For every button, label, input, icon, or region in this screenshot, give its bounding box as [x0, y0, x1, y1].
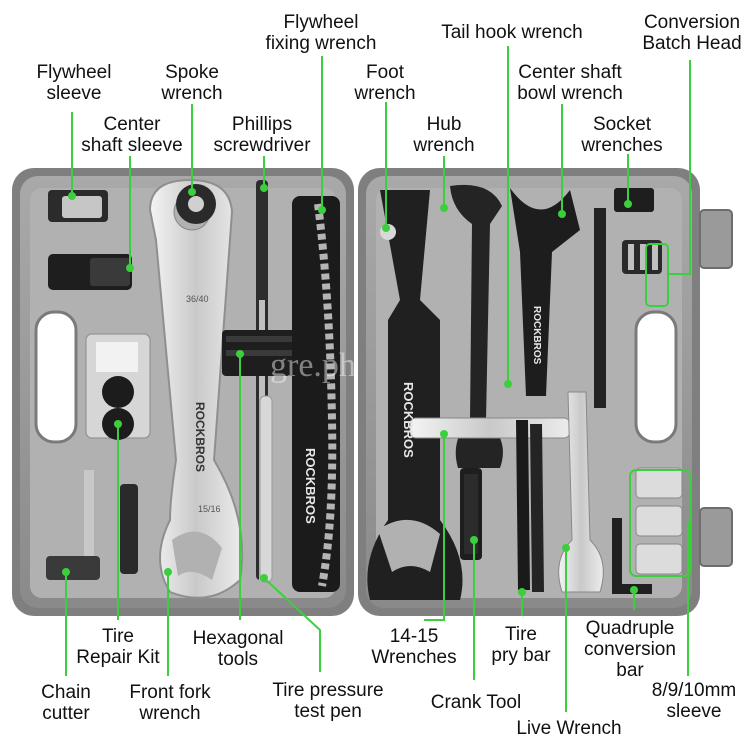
wrenches-14-15-tool	[409, 417, 571, 439]
label-tail-hook-wrench: Tail hook wrench	[441, 22, 583, 43]
hexagonal-tools-tool	[222, 330, 300, 376]
label-tire-pressure-test-pen: Tire pressure test pen	[272, 680, 384, 722]
label-front-fork-wrench: Front fork wrench	[129, 682, 211, 724]
label-conversion-batch-head: Conversion Batch Head	[642, 12, 742, 54]
hub-wrench-tool	[450, 184, 503, 468]
label-spoke-wrench: Spoke wrench	[161, 62, 223, 104]
label-tire-pry-bar: Tire pry bar	[491, 624, 551, 666]
socket-wrench-tool	[594, 188, 654, 408]
watermark: gre.ph	[270, 347, 356, 384]
label-foot-wrench: Foot wrench	[354, 62, 416, 104]
label-flywheel-sleeve: Flywheel sleeve	[36, 62, 112, 104]
label-live-wrench: Live Wrench	[516, 718, 622, 739]
chain-cutter-tool	[46, 470, 138, 580]
foot-wrench-tool	[367, 190, 463, 600]
brand-logo-middle: ROCKBROS	[303, 448, 318, 524]
label-chain-cutter: Chain cutter	[41, 682, 91, 724]
engraving-36-40: 36/40	[186, 294, 209, 304]
label-phillips-screwdriver: Phillips screwdriver	[213, 114, 311, 156]
label-hub-wrench: Hub wrench	[413, 114, 475, 156]
engraving-15-16: 15/16	[198, 504, 221, 514]
label-crank-tool: Crank Tool	[430, 692, 522, 713]
tire-pressure-test-pen-tool	[259, 395, 273, 583]
spoke-wrench-tool	[176, 184, 216, 224]
label-center-shaft-bowl-wrench: Center shaft bowl wrench	[517, 62, 623, 104]
label-sleeve-8-9-10mm: 8/9/10mm sleeve	[651, 680, 737, 722]
center-shaft-sleeve-tool	[48, 254, 132, 290]
brand-logo-left: ROCKBROS	[193, 402, 207, 472]
flywheel-fixing-wrench-tool	[292, 196, 340, 592]
label-wrenches-14-15: 14-15 Wrenches	[371, 626, 457, 668]
flywheel-sleeve-tool	[48, 190, 108, 222]
conversion-batch-head-tool	[622, 240, 662, 274]
brand-logo-right: ROCKBROS	[401, 382, 416, 458]
label-hexagonal-tools: Hexagonal tools	[192, 628, 284, 670]
label-flywheel-fixing-wrench: Flywheel fixing wrench	[265, 12, 377, 54]
label-tire-repair-kit: Tire Repair Kit	[76, 626, 160, 668]
label-socket-wrenches: Socket wrenches	[581, 114, 663, 156]
tire-pry-bar-tool	[516, 420, 544, 592]
center-shaft-bowl-wrench-tool	[510, 188, 580, 396]
label-quadruple-conversion-bar: Quadruple conversion bar	[584, 618, 676, 681]
leader-lines	[62, 46, 691, 712]
brand-logo-bowl-wrench: ROCKBROS	[531, 306, 542, 365]
label-center-shaft-sleeve: Center shaft sleeve	[81, 114, 183, 156]
sleeve-8-9-10mm-tool	[635, 467, 683, 575]
crank-tool-tool	[460, 468, 482, 560]
